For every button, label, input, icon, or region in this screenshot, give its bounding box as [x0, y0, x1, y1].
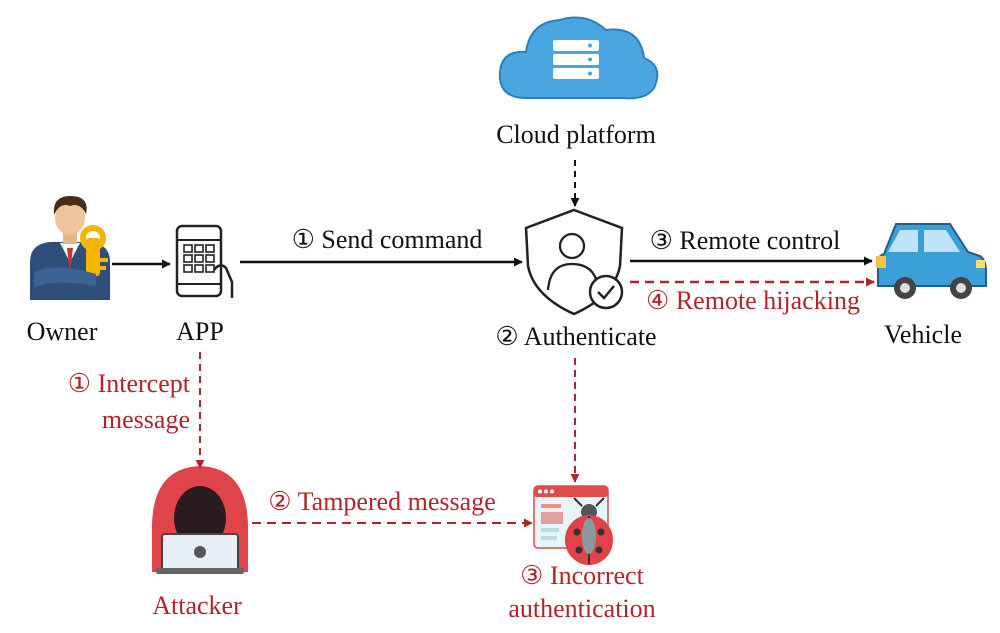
owner-with-key-icon	[30, 196, 110, 300]
remote-hijacking-label: ④ Remote hijacking	[646, 286, 860, 315]
cloud-platform-label: Cloud platform	[496, 120, 656, 149]
incorrect-auth-label-line1: ③ Incorrect	[520, 561, 644, 590]
hacker-laptop-icon	[152, 466, 248, 574]
authenticate-label: ② Authenticate	[495, 322, 656, 351]
tampered-message-label: ② Tampered message	[268, 487, 496, 516]
owner-label: Owner	[27, 317, 98, 346]
incorrect-auth-label-line2: authentication	[508, 594, 655, 623]
send-command-label: ① Send command	[292, 225, 483, 254]
app-label: APP	[176, 317, 224, 346]
browser-bug-icon	[533, 485, 613, 565]
intercept-label-line1: ① Intercept	[68, 369, 191, 398]
shield-user-check-icon	[524, 208, 624, 316]
intercept-label-line2: message	[102, 405, 190, 434]
attacker-label: Attacker	[152, 591, 242, 620]
vehicle-label: Vehicle	[884, 320, 962, 349]
car-icon	[876, 223, 987, 299]
remote-control-label: ③ Remote control	[650, 226, 841, 255]
smartphone-app-icon	[175, 224, 234, 298]
cloud-server-icon	[498, 16, 659, 100]
